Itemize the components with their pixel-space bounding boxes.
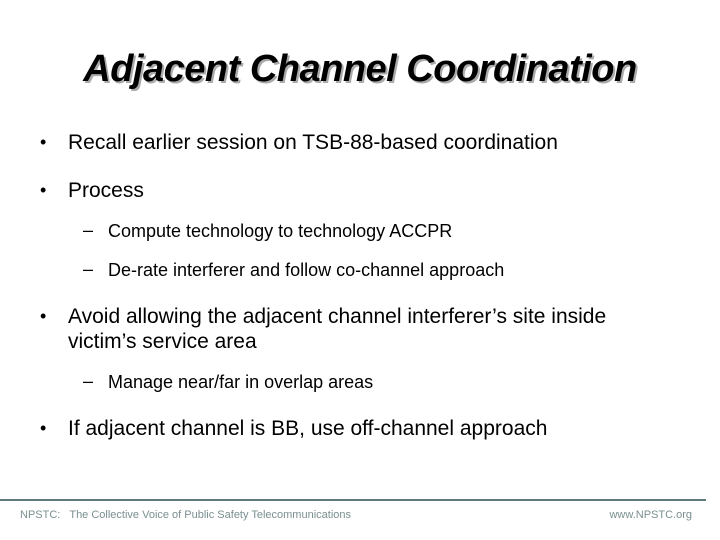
sub-bullet-item: – Compute technology to technology ACCPR bbox=[0, 220, 680, 242]
footer-divider bbox=[0, 499, 706, 501]
bullet-text: Avoid allowing the adjacent channel inte… bbox=[68, 305, 607, 353]
bullet-text: Process bbox=[68, 179, 144, 202]
bullet-dot-icon: • bbox=[40, 132, 47, 152]
sub-bullet-text: Manage near/far in overlap areas bbox=[108, 372, 374, 392]
bullet-text: If adjacent channel is BB, use off-chann… bbox=[68, 417, 548, 440]
footer-org-tagline: NPSTC: The Collective Voice of Public Saf… bbox=[20, 509, 351, 521]
bullet-dot-icon: • bbox=[40, 418, 47, 438]
slide-body: • Recall earlier session on TSB-88-based… bbox=[0, 130, 720, 441]
bullet-item: • Recall earlier session on TSB-88-based… bbox=[0, 130, 648, 155]
sub-bullet-text: Compute technology to technology ACCPR bbox=[108, 221, 453, 241]
bullet-dash-icon: – bbox=[83, 371, 94, 391]
footer-org-name: NPSTC: bbox=[20, 509, 61, 521]
bullet-item: • Process bbox=[0, 178, 648, 203]
sub-bullet-text: De-rate interferer and follow co-channel… bbox=[108, 260, 505, 280]
bullet-item: • If adjacent channel is BB, use off-cha… bbox=[0, 416, 648, 441]
footer-website: www.NPSTC.org bbox=[609, 509, 692, 521]
bullet-text: Recall earlier session on TSB-88-based c… bbox=[68, 131, 558, 154]
footer-tagline: The Collective Voice of Public Safety Te… bbox=[69, 509, 352, 521]
sub-bullet-item: – De-rate interferer and follow co-chann… bbox=[0, 259, 680, 281]
slide-title: Adjacent Channel Coordination bbox=[83, 48, 637, 90]
bullet-dash-icon: – bbox=[83, 259, 94, 279]
bullet-dot-icon: • bbox=[40, 180, 47, 200]
bullet-item: • Avoid allowing the adjacent channel in… bbox=[0, 304, 648, 354]
sub-bullet-item: – Manage near/far in overlap areas bbox=[0, 371, 680, 393]
slide-footer: NPSTC: The Collective Voice of Public Saf… bbox=[20, 509, 692, 521]
bullet-dash-icon: – bbox=[83, 220, 94, 240]
bullet-dot-icon: • bbox=[40, 306, 47, 326]
